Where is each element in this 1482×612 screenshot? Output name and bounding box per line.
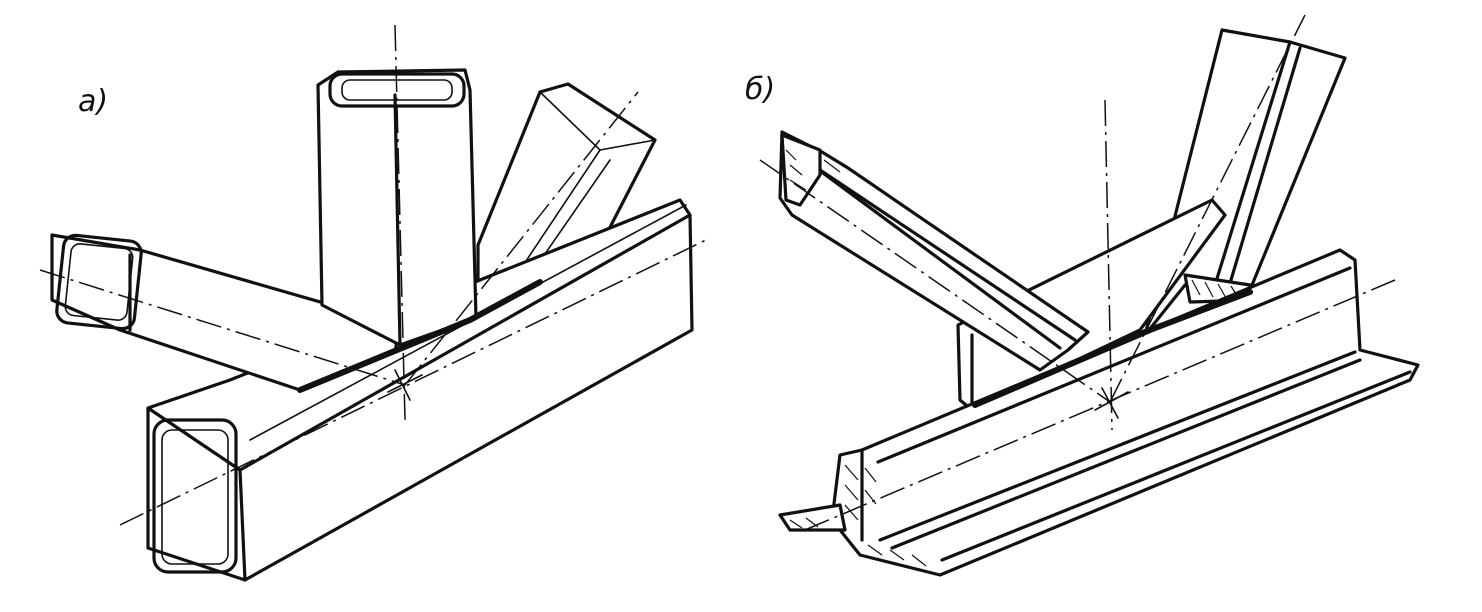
panel-b-centerlines [759,14,1396,531]
panel-a-label: a) [78,84,109,119]
panel-a-centerlines [39,24,711,526]
panel-b-left-diagonal [778,130,1090,372]
panel-b-weld-seam [972,289,1253,408]
panel-a-weld-seam [297,279,543,393]
panel-b-drawing [759,14,1420,577]
panel-a-drawing [39,24,711,582]
panel-a-vertical-tube [316,68,478,347]
panel-b-main-chord [778,248,1420,577]
panel-a-main-chord [146,198,694,582]
panel-b-label: б) [745,72,776,107]
